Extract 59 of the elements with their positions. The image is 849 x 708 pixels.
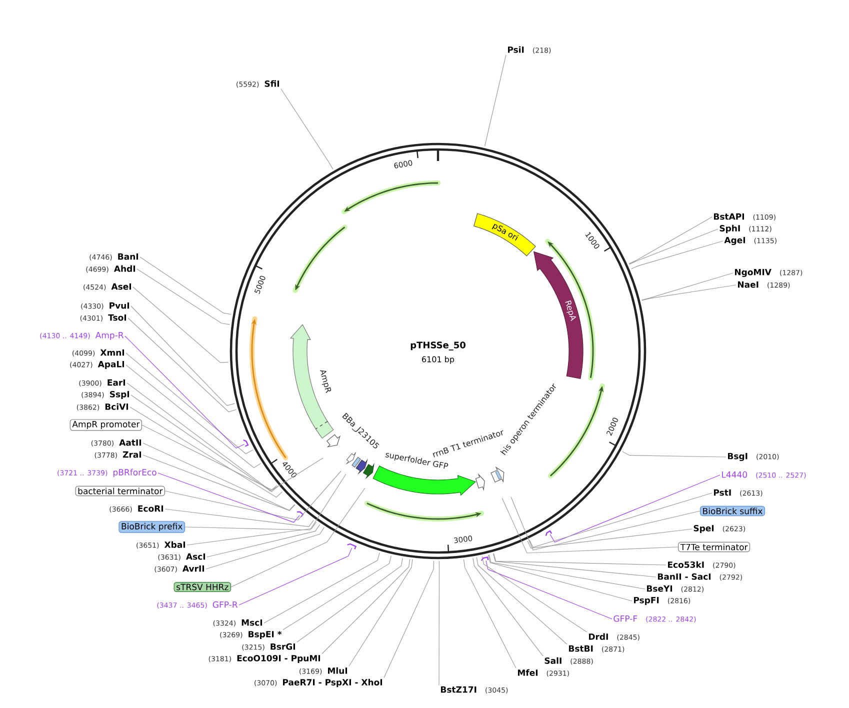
leader-line [641,272,734,300]
leader-line [126,352,254,454]
leader-line [348,559,413,666]
leader-line [493,553,666,566]
leader-line [142,442,295,511]
leader-line [158,472,300,523]
leader-line [130,306,235,406]
feature-tag: sTRSV HHRz [174,582,231,592]
leader-line [529,492,712,548]
leader-line [472,558,544,656]
leader-line [184,474,346,530]
leader-line [280,88,334,170]
leader-line [510,496,700,550]
leader-line [628,216,712,264]
leader-line [206,524,320,558]
feature-tag: BioBrick prefix [118,521,185,533]
leader-line [438,560,440,686]
leader-line [186,522,317,546]
leader-line [230,488,366,588]
leader-line [488,554,646,590]
feature-tag: bacterial terminator [75,486,165,496]
leader-line [140,256,232,315]
leader-line [622,451,726,458]
feature-tag: AmpR promoter [70,419,142,431]
leader-line [164,470,342,520]
leader-line [136,268,230,325]
leader-line [484,54,506,147]
leader-line [142,454,296,511]
leader-line [238,548,352,606]
leader-line [476,557,568,645]
leader-line [264,552,380,624]
leader-line [124,336,245,449]
leader-line [630,240,724,270]
feature-tag: T7Te terminator [678,542,750,552]
leader-line [130,406,283,498]
leader-line [142,424,324,490]
leader-line [282,555,392,630]
leader-line [126,364,261,468]
leader-line [463,559,516,668]
leader-line [488,554,632,602]
leader-line [128,318,237,412]
leader-line [482,556,588,632]
leader-line [642,284,736,301]
feature-tag: BioBrick suffix [700,506,766,516]
leader-line [628,228,718,265]
leader-line [384,560,434,678]
leader-line [550,474,720,543]
leader-line [502,498,678,554]
leader-line [492,553,656,578]
plasmid-name: pTHSSe_50 [410,342,466,350]
leader-line [296,558,403,642]
leader-line [486,560,612,620]
sequence-length: 6101 bp [422,356,454,364]
gene-feature: AmpR [290,324,334,439]
leader-line [132,286,229,363]
leader-line [322,558,410,654]
leader-line [527,528,692,549]
leader-line [206,527,324,570]
leader-line [164,508,314,527]
